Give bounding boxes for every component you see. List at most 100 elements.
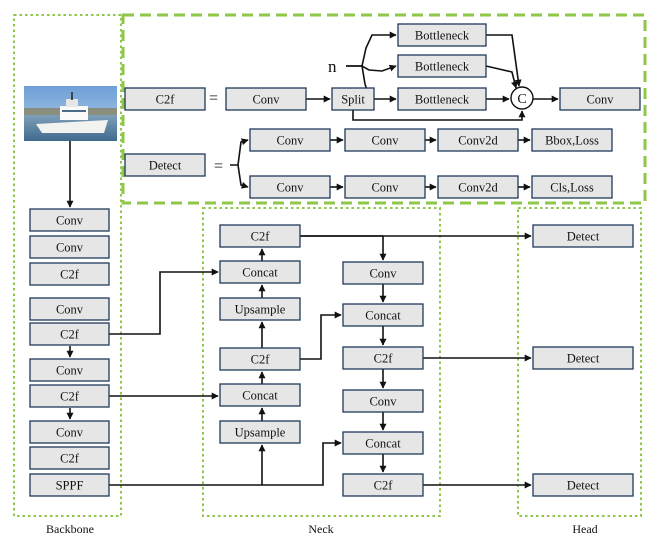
backbone-c2f-4-label: C2f [60,452,80,466]
bbox-branch-conv2d: Conv2d [437,128,519,152]
bbox-loss-box: Bbox,Loss [531,128,613,152]
neck-left-upsample-2-label: Upsample [235,426,286,440]
backbone-c2f-4-frame [29,446,110,470]
cls-branch-conv-2: Conv [344,175,426,199]
bbox-branch-conv2d-frame [437,128,519,152]
backbone-conv-2-label: Conv [56,241,84,255]
bbox-branch-conv-1-frame [249,128,331,152]
cls-branch-conv2d-frame [437,175,519,199]
detail-conv-box: Conv [225,87,307,111]
neck-left-concat-1-label: Concat [242,266,278,280]
backbone-sppf-label: SPPF [56,479,84,493]
backbone-conv-2: Conv [29,235,110,259]
detail-split-box-frame [331,87,375,111]
neck-right-c2f-2-label: C2f [374,479,394,493]
neck-right-conv-2: Conv [342,389,424,413]
concat-circle: C [510,86,534,110]
bottleneck-box-3-frame [397,87,487,111]
neck-right-conv-1: Conv [342,261,424,285]
backbone-conv-5-label: Conv [56,426,84,440]
connector-lines [66,31,559,489]
neck-right-c2f-2-frame [342,473,424,497]
connector-line-14 [300,311,342,360]
detail-conv-box-label: Conv [252,93,280,107]
cls-branch-conv-2-label: Conv [371,181,399,195]
neck-right-concat-1: Concat [342,303,424,327]
neck-left-c2f-top: C2f [219,224,301,248]
connector-line-28 [485,65,518,89]
bottleneck-box-2-frame [397,54,487,78]
connector-line-4 [109,268,219,335]
backbone-c2f-1-label: C2f [60,268,80,282]
backbone-c2f-2: C2f [29,322,110,346]
head-detect-2: Detect [532,346,634,370]
backbone-conv-1: Conv [29,208,110,232]
neck-left-upsample-1-label: Upsample [235,303,286,317]
bottleneck-box-2-label: Bottleneck [415,60,470,74]
bottleneck-box-1-label: Bottleneck [415,29,470,43]
detail-detect-box: Detect [124,153,206,177]
neck-left-upsample-1-frame [219,297,301,321]
backbone-c2f-2-label: C2f [60,328,80,342]
backbone-c2f-3: C2f [29,384,110,408]
cls-loss-box-label: Cls,Loss [550,181,594,195]
neck-caption: Neck [308,522,333,536]
neck-left-upsample-2-frame [219,420,301,444]
backbone-conv-3-label: Conv [56,303,84,317]
connector-line-33 [230,138,249,166]
backbone-conv-1-frame [29,208,110,232]
neck-right-conv-1-frame [342,261,424,285]
connector-line-27 [486,34,522,87]
detail-c2f-box-label: C2f [156,93,176,107]
c2f-equals-sign: = [209,90,218,107]
backbone-conv-1-label: Conv [56,214,84,228]
concat-circle-label: C [517,92,526,107]
detail-c2f-box-frame [124,87,206,111]
backbone-conv-3: Conv [29,297,110,321]
neck-left-upsample-1: Upsample [219,297,301,321]
neck-left-c2f-mid-label: C2f [251,353,271,367]
cls-branch-conv-2-frame [344,175,426,199]
detail-split-box-label: Split [341,93,365,107]
head-detect-3-label: Detect [567,479,600,493]
detail-c2f-box: C2f [124,87,206,111]
connector-line-6 [109,439,342,486]
detail-detect-box-frame [124,153,206,177]
cls-branch-conv2d-label: Conv2d [458,181,498,195]
connector-line-31 [346,64,397,72]
head-detect-1: Detect [532,224,634,248]
backbone-conv-5-frame [29,420,110,444]
head-detect-1-label: Detect [567,230,600,244]
detail-conv-out-box-frame [559,87,641,111]
bbox-branch-conv2d-label: Conv2d [458,134,498,148]
bottleneck-box-1: Bottleneck [397,23,487,47]
head-group-border [517,207,642,517]
neck-left-c2f-mid-frame [219,347,301,371]
detail-split-box: Split [331,87,375,111]
neck-right-concat-1-label: Concat [365,309,401,323]
bbox-loss-box-label: Bbox,Loss [545,134,599,148]
cls-branch-conv-1: Conv [249,175,331,199]
connector-line-30 [346,31,397,67]
backbone-c2f-4: C2f [29,446,110,470]
neck-right-conv-2-frame [342,389,424,413]
neck-left-concat-1-frame [219,260,301,284]
backbone-sppf-frame [29,473,110,497]
detail-conv-out-box: Conv [559,87,641,111]
neck-left-concat-2-label: Concat [242,389,278,403]
neck-right-concat-1-frame [342,303,424,327]
backbone-caption: Backbone [46,522,94,536]
neck-right-concat-2: Concat [342,431,424,455]
neck-left-c2f-mid: C2f [219,347,301,371]
backbone-conv-4-frame [29,358,110,382]
backbone-conv-5: Conv [29,420,110,444]
connector-line-29 [352,110,526,121]
backbone-c2f-1-frame [29,262,110,286]
detail-group-border [121,13,647,205]
head-detect-3: Detect [532,473,634,497]
neck-left-concat-2-frame [219,383,301,407]
neck-right-conv-1-label: Conv [369,267,397,281]
backbone-sppf: SPPF [29,473,110,497]
